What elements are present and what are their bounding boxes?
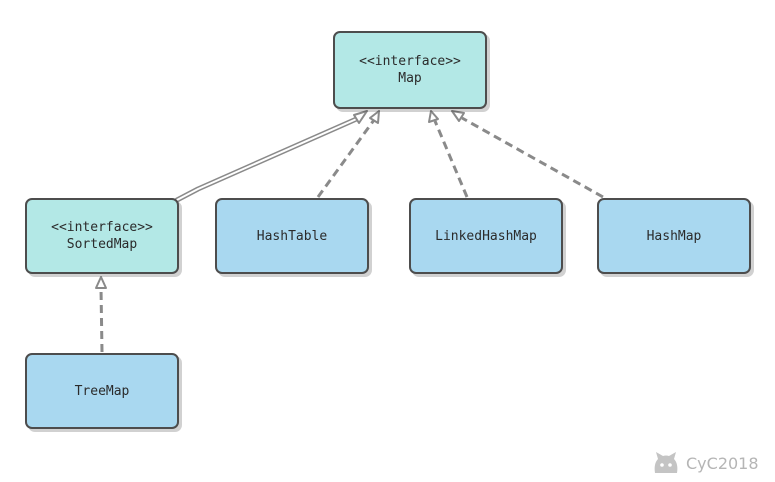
sortedmap-name: SortedMap <box>66 237 138 252</box>
treemap-name: TreeMap <box>74 383 130 399</box>
hashmap-class-node: HashMap <box>597 198 751 274</box>
hollow-arrowhead <box>451 110 465 122</box>
map-name: Map <box>398 71 422 86</box>
sortedmap-interface-node: <<interface>> SortedMap <box>25 198 179 274</box>
watermark: CyC2018 <box>652 451 759 475</box>
edge-linkedhashmap-to-map <box>428 110 469 198</box>
hashmap-name: HashMap <box>646 228 702 244</box>
hashtable-class-node: HashTable <box>215 198 369 274</box>
treemap-class-node: TreeMap <box>25 353 179 429</box>
hashtable-name: HashTable <box>256 228 328 244</box>
linkedhashmap-name: LinkedHashMap <box>435 228 537 244</box>
map-stereotype: <<interface>> <box>359 54 461 69</box>
github-cat-icon <box>654 452 678 473</box>
linkedhashmap-class-node: LinkedHashMap <box>409 198 563 274</box>
hollow-arrowhead <box>95 276 107 289</box>
map-interface-node: <<interface>> Map <box>333 31 487 109</box>
hollow-arrowhead <box>353 110 368 124</box>
sortedmap-stereotype: <<interface>> <box>51 220 153 235</box>
watermark-text: CyC2018 <box>686 453 759 473</box>
edge-hashtable-to-map <box>316 110 380 198</box>
edge-sortedmap-to-map <box>174 110 368 203</box>
edge-treemap-to-sortedmap <box>95 276 107 353</box>
edge-hashmap-to-map <box>451 110 604 199</box>
hollow-arrowhead <box>428 110 439 123</box>
hollow-arrowhead <box>369 110 380 124</box>
